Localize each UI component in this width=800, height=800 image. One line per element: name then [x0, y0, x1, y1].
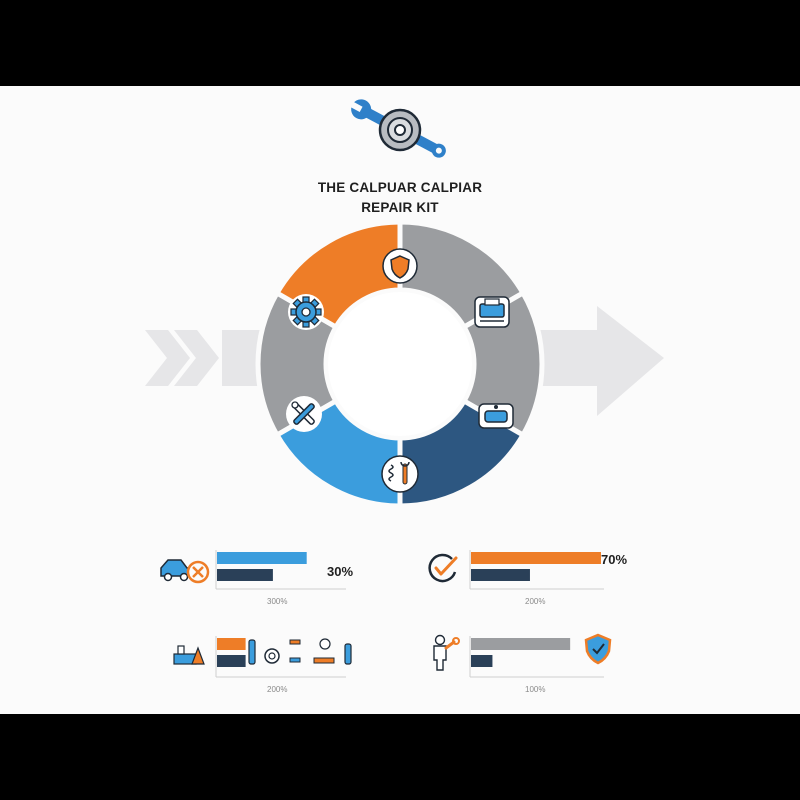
ring-center — [328, 292, 472, 436]
shield-check-icon — [584, 633, 612, 665]
shield-icon — [382, 248, 418, 284]
panel-2-percent: 70% — [601, 552, 628, 567]
infographic-artwork — [145, 99, 664, 678]
tools-icon — [286, 396, 322, 432]
right-arrow — [540, 306, 664, 416]
stat-panels — [215, 550, 604, 678]
panel-1-percent: 30% — [327, 564, 354, 579]
panel-icons — [160, 553, 612, 671]
brake-pad-icon — [478, 403, 514, 429]
wrench-disc-logo — [349, 99, 446, 158]
mechanic-icon — [433, 634, 460, 671]
brake-caliper-icon — [474, 296, 510, 328]
gear-icon — [288, 294, 324, 330]
panel-2-bar-1 — [471, 552, 601, 564]
page-title: THE CALPUAR CALPIAR REPAIR KIT — [250, 178, 550, 218]
check-circle-icon — [428, 553, 458, 583]
parts-icon — [173, 638, 352, 665]
title-line-2: REPAIR KIT — [361, 200, 439, 215]
title-line-1: THE CALPUAR CALPIAR — [317, 180, 483, 195]
panel-2-axis-label: 200% — [525, 597, 546, 606]
left-chevron-2 — [174, 330, 219, 386]
infographic-canvas: THE CALPUAR CALPIAR REPAIR KIT 30% 70% 3… — [0, 86, 800, 714]
ring-icons — [286, 248, 514, 493]
panel-1-bar-2 — [217, 569, 273, 581]
panel-3-bar-2 — [217, 655, 246, 667]
panel-4-bar-2 — [471, 655, 493, 667]
panel-3-bar-1 — [217, 638, 246, 650]
left-chevron-1 — [145, 330, 190, 386]
panel-3-axis-label: 200% — [267, 685, 288, 694]
panel-1-bar-1 — [217, 552, 307, 564]
panel-2-bar-2 — [471, 569, 530, 581]
car-cancel-icon — [160, 559, 210, 584]
panel-1-axis-label: 300% — [267, 597, 288, 606]
panel-4-axis-label: 100% — [525, 685, 546, 694]
spring-wrench-icon — [381, 455, 419, 493]
panel-4-bar-1 — [471, 638, 571, 650]
